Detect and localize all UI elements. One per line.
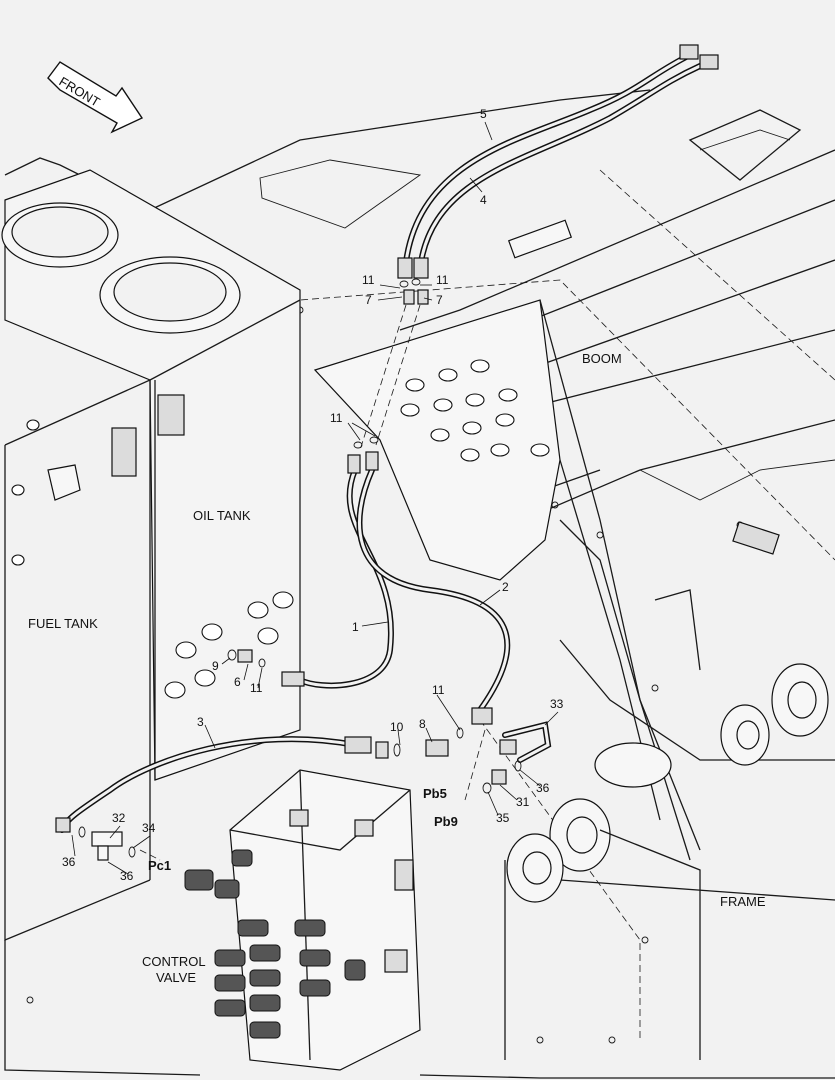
callout-7-b: 7 — [436, 293, 443, 307]
callout-32: 32 — [112, 811, 126, 825]
fuel-tank-label: FUEL TANK — [28, 616, 98, 631]
callout-31: 31 — [516, 795, 530, 809]
port-pc1: Pc1 — [148, 858, 171, 873]
callout-33: 33 — [550, 697, 564, 711]
frame-label: FRAME — [720, 894, 766, 909]
callout-9: 9 — [212, 659, 219, 673]
boom-label: BOOM — [582, 351, 622, 366]
callout-11-b: 11 — [436, 273, 449, 287]
control-valve-label-line2: VALVE — [156, 970, 196, 985]
hoses — [55, 44, 719, 861]
region-labels: BOOM OIL TANK FUEL TANK FRAME CONTROL VA… — [28, 351, 766, 985]
callout-36-b: 36 — [120, 869, 134, 883]
front-arrow: FRONT — [47, 61, 144, 134]
callout-35: 35 — [496, 811, 510, 825]
tanks — [1, 169, 301, 941]
port-pb9: Pb9 — [434, 814, 458, 829]
boom-structure — [313, 109, 829, 1060]
port-pb5: Pb5 — [423, 786, 447, 801]
callout-36-c: 36 — [536, 781, 550, 795]
callout-4: 4 — [480, 193, 487, 207]
callout-11-a: 11 — [362, 273, 375, 287]
callout-8: 8 — [419, 717, 426, 731]
callout-7-a: 7 — [365, 293, 372, 307]
control-valve — [184, 769, 421, 1071]
callout-5: 5 — [480, 107, 487, 121]
leader-lines — [71, 121, 559, 875]
port-labels: Pb5 Pb9 Pc1 — [148, 786, 458, 873]
control-valve-label-line1: CONTROL — [142, 954, 206, 969]
callout-11-c: 11 — [330, 411, 343, 425]
callout-36-a: 36 — [62, 855, 76, 869]
callout-2: 2 — [502, 580, 509, 594]
callout-11-e: 11 — [432, 683, 445, 697]
callout-10: 10 — [390, 720, 404, 734]
callout-6: 6 — [234, 675, 241, 689]
callout-1: 1 — [352, 620, 359, 634]
callout-34: 34 — [142, 821, 156, 835]
oil-tank-label: OIL TANK — [193, 508, 251, 523]
callouts: 5 4 11 11 7 7 11 1 2 3 9 6 11 10 8 11 32… — [62, 107, 564, 883]
callout-3: 3 — [197, 715, 204, 729]
callout-11-d: 11 — [250, 681, 263, 695]
